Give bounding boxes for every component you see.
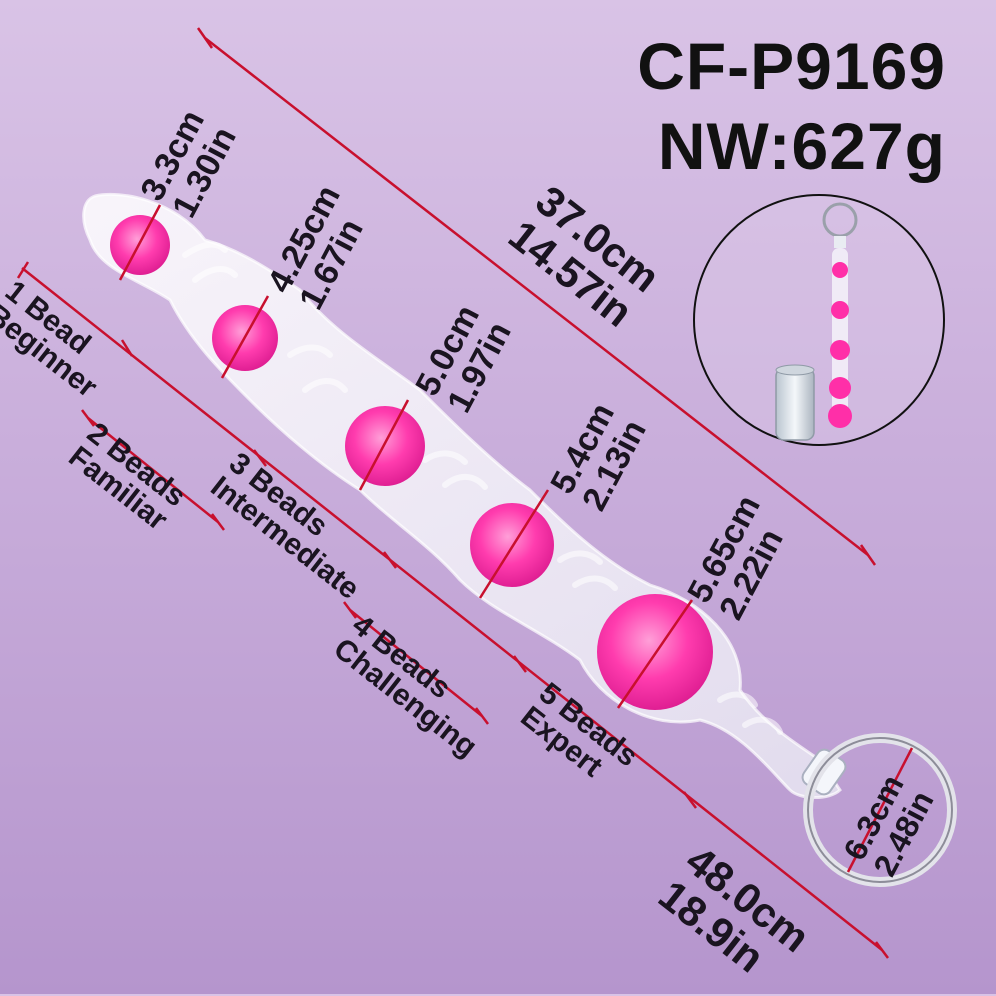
product-silhouette-icon — [822, 202, 858, 428]
ring-edge — [807, 737, 953, 883]
measurement-lines — [16, 27, 914, 959]
product-code: CF-P9169 — [637, 29, 946, 103]
soda-can-icon — [775, 364, 815, 441]
inset-size-comparison — [693, 194, 945, 446]
bead-3 — [345, 406, 425, 486]
net-weight: NW:627g — [657, 109, 946, 183]
